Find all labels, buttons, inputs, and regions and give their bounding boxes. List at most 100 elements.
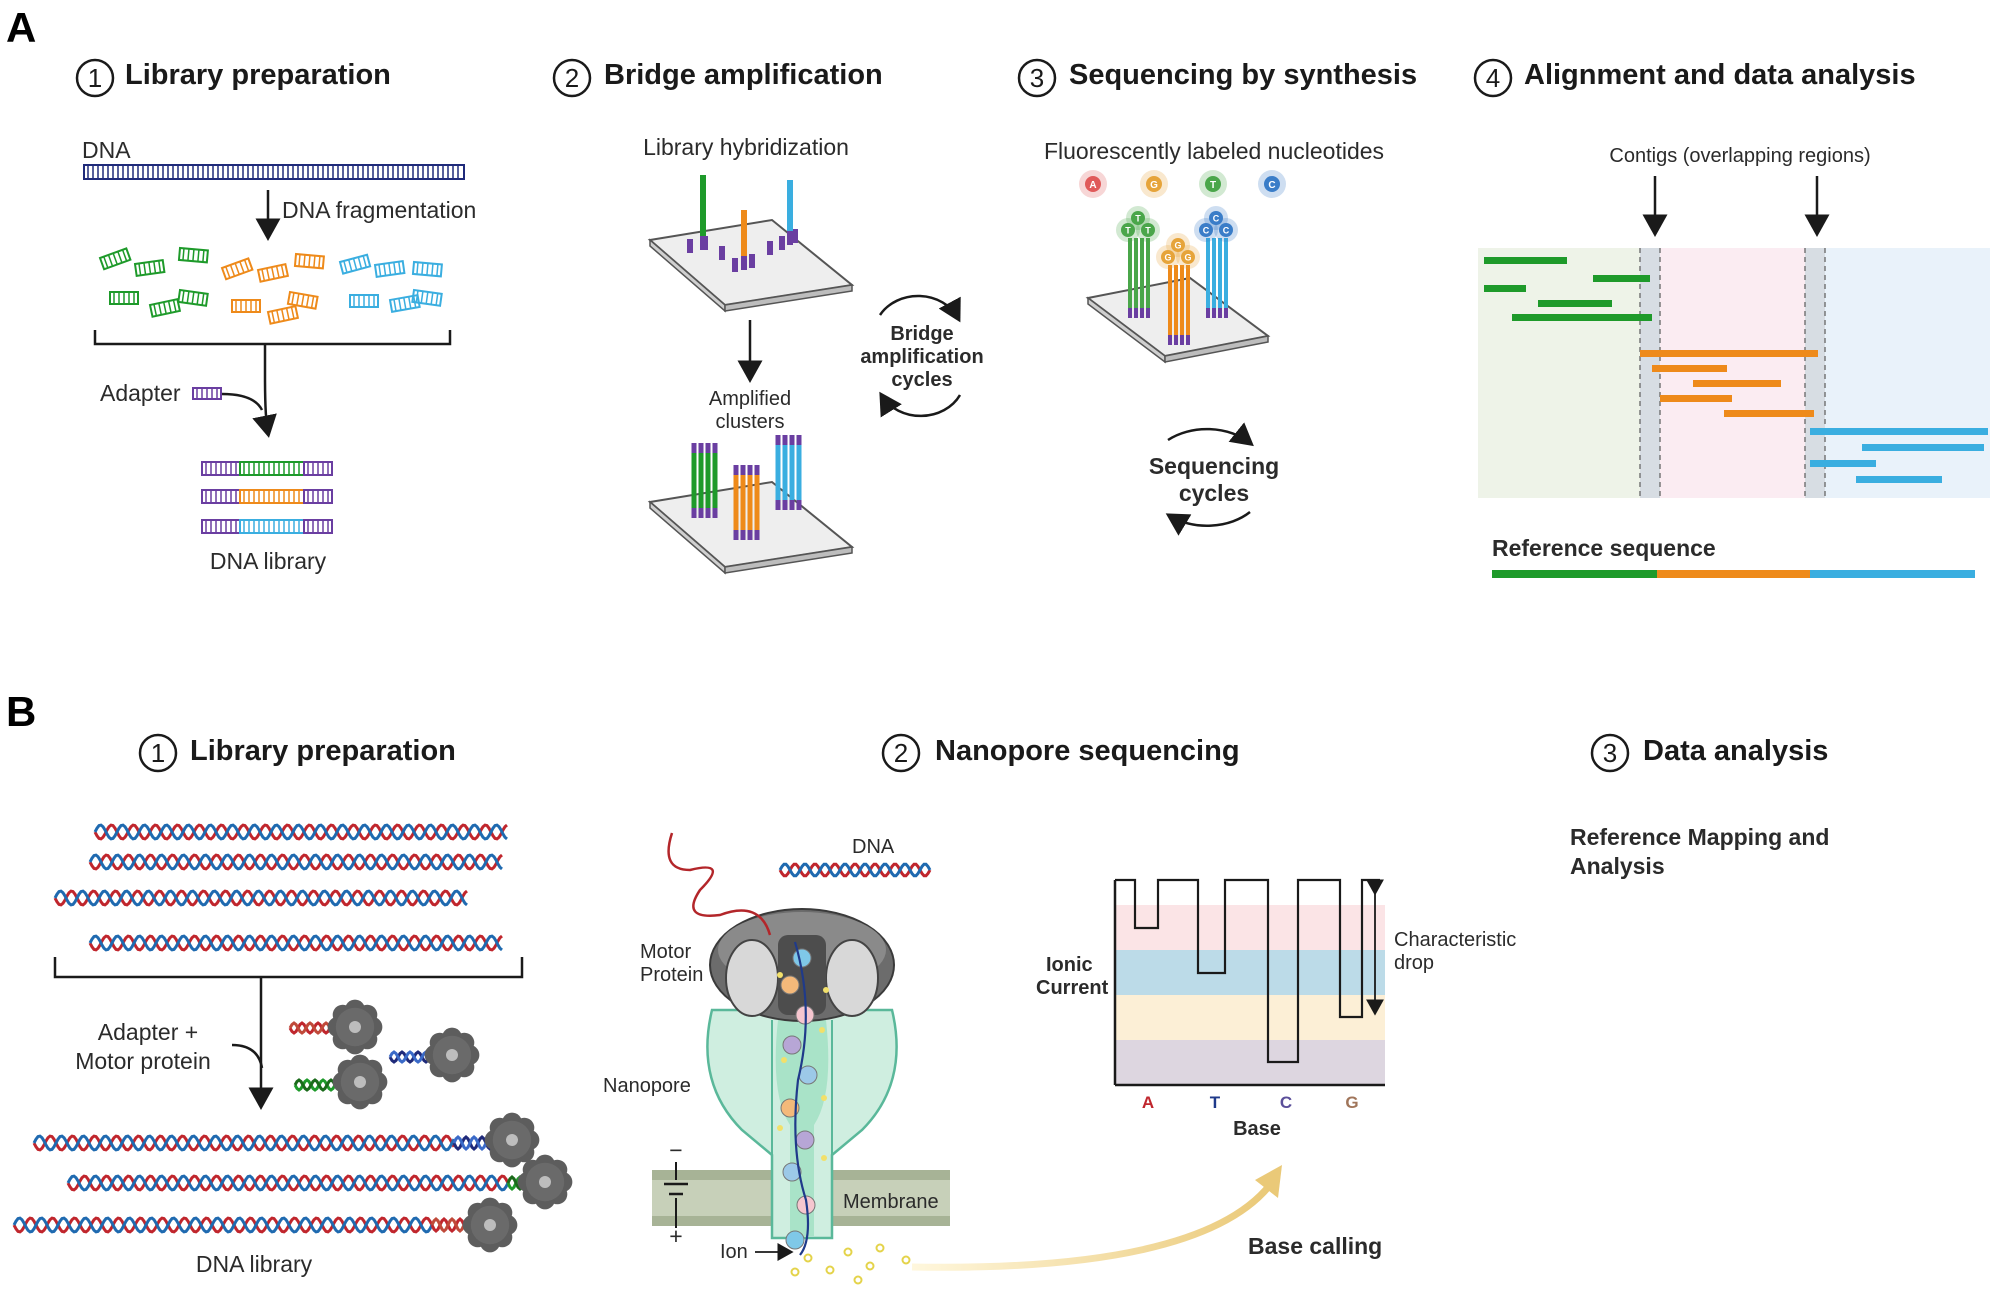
sbs-nucleotide [1121,223,1135,237]
sbs-strand [1128,238,1132,318]
probe-adapter [787,231,793,245]
dna-library-label: DNA library [210,548,327,574]
cluster-adapter-bottom [733,530,739,540]
motor-protein-icon [424,1027,480,1083]
dna-fragment [266,304,300,325]
dna-fragment [133,258,166,278]
pore-ion [823,987,829,993]
cluster-strand [775,435,781,510]
sbs-adapter [1180,335,1184,345]
cluster-adapter-top [775,435,781,445]
pore-nucleotide [780,975,800,995]
dna-fragment [239,461,305,476]
sbs-nucleotide [1219,223,1233,237]
motor-protein-icon [462,1197,518,1253]
dna-helix [778,862,932,878]
sbs-adapter [1146,308,1150,318]
probe-adapter [732,258,738,272]
pore-nucleotide [792,948,812,968]
cluster-adapter-bottom [740,530,746,540]
sbs-nucleotide [1199,223,1213,237]
cluster-adapter-top [754,465,760,475]
dna-strand-in-pore [793,941,810,1256]
pore-nucleotide [785,1230,805,1250]
reference-mapping-line2: Analysis [1570,853,1665,879]
nanopore-dna-library [12,1112,573,1253]
sbs-nucleotide [1141,223,1155,237]
voltage-symbol [664,1162,688,1228]
dna-fragment [411,288,443,307]
adapter-motor-line1: Adapter + [98,1019,198,1045]
cluster-adapter-bottom [782,500,788,510]
base-calling-label: Base calling [1248,1233,1382,1259]
sbs-letter: T [1145,226,1151,236]
cluster-adapter-top [789,435,795,445]
amplified-label-line1: Amplified [709,388,791,410]
dna-helix [12,1216,434,1234]
motor-protein-icon [484,1112,540,1168]
adapter-icon [192,387,222,400]
dna-double-helices [53,823,508,952]
cluster-strand [691,443,697,518]
ion-particle [853,1275,863,1285]
dna-fragment [293,252,325,270]
dna-fragments [98,246,443,325]
step-number: 2 [894,738,908,768]
cluster-strand [698,443,704,518]
sbs-nucleotide [1209,211,1223,225]
sbs-letter: G [1184,253,1191,263]
sbs-letter: C [1203,226,1210,236]
ion-particle [875,1243,885,1253]
sbs-strand [1218,238,1222,318]
aligned-read [1693,380,1781,387]
step-title-b1: 1 Library preparation [138,733,456,773]
step-number: 3 [1603,738,1617,768]
dna-fragment [303,461,333,476]
dna-fragment [303,489,333,504]
voltage-plus: + [669,1223,682,1249]
cluster-adapter-bottom [796,500,802,510]
cluster-strand [740,465,746,540]
dna-fragment [411,260,443,278]
step-title-a3: 3 Sequencing by synthesis [1017,58,1417,98]
dna-fragment [239,519,305,534]
dna-helix [66,1174,510,1192]
probe-adapter [749,254,755,268]
step-number-circle [1473,58,1513,98]
dna-helix [88,853,503,871]
sbs-nucleotide [1171,238,1185,252]
panel-label-a: A [6,4,36,51]
nucleotide-c [1264,176,1280,192]
dna-helix [32,1134,456,1152]
pore-nucleotide [782,1035,802,1055]
aligned-read [1660,395,1732,402]
nanopore-label: Nanopore [603,1075,691,1097]
cluster-strand [796,435,802,510]
step-title: Data analysis [1643,735,1828,767]
sbs-adapter [1206,308,1210,318]
pore-ion [819,1027,825,1033]
step-number-circle [75,58,115,98]
motor-protein-icon [517,1154,573,1210]
sbs-letter: C [1213,214,1220,224]
sbs-strand [1134,238,1138,318]
adapter-join-curve-b [231,1043,264,1069]
cluster-adapter-bottom [691,508,697,518]
sbs-strand [1140,238,1144,318]
step-number-circle [138,733,178,773]
nucleotide-g [1146,176,1162,192]
step-number: 3 [1030,63,1044,93]
sequencing-cycles-line1: Sequencing [1149,453,1279,479]
dna-fragment [148,297,182,318]
cluster-strand [782,435,788,510]
step-number-circle [881,733,921,773]
aligned-read [1593,275,1650,282]
nucleotide-letter: C [1268,180,1275,191]
dna-fragment [239,489,305,504]
panel-label-b: B [6,688,36,735]
sbs-letter: T [1135,214,1141,224]
characteristic-drop-line2: drop [1394,952,1434,974]
fragment-bracket [93,330,452,346]
flow-cell-top [647,175,855,313]
